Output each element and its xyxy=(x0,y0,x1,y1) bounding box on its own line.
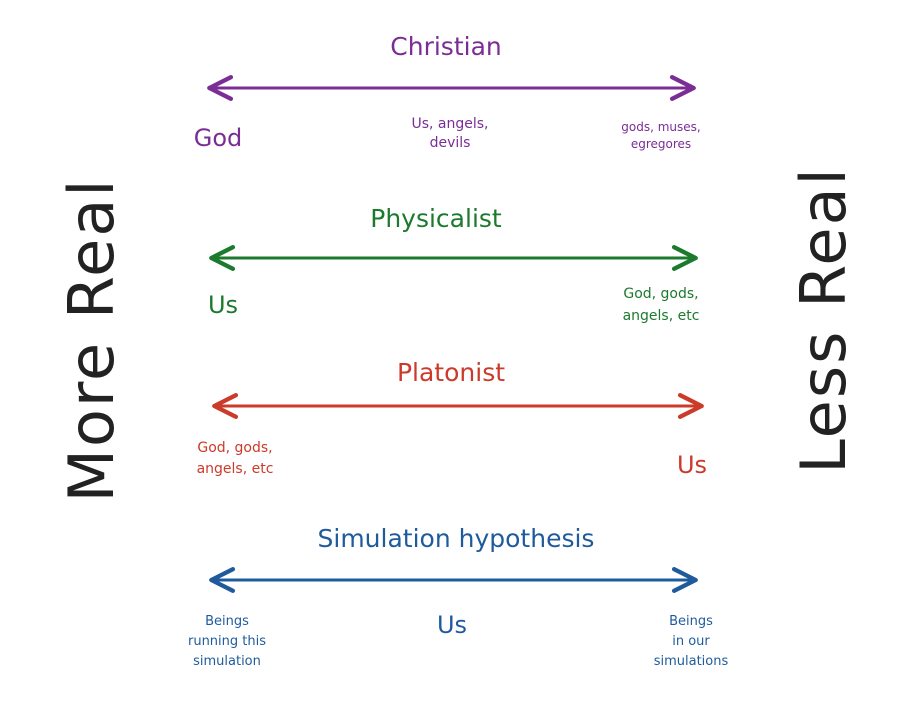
simulation-right-line-1: Beings xyxy=(669,614,713,629)
christian-right-line-2: egregores xyxy=(631,137,691,151)
less-real-label: Less Real xyxy=(787,166,860,474)
platonist-row: Platonist God, gods, angels, etc Us xyxy=(197,358,707,479)
simulation-right-line-2: in our xyxy=(672,634,710,649)
platonist-right-label: Us xyxy=(677,451,707,479)
physicalist-right-line-1: God, gods, xyxy=(623,286,698,302)
platonist-left-line-2: angels, etc xyxy=(197,461,274,477)
christian-middle-line-1: Us, angels, xyxy=(411,116,488,132)
christian-row: Christian God Us, angels, devils gods, m… xyxy=(194,32,701,152)
physicalist-left-label: Us xyxy=(208,291,238,319)
physicalist-row: Physicalist Us God, gods, angels, etc xyxy=(208,204,699,324)
simulation-left-line-2: running this xyxy=(188,634,266,649)
physicalist-right-line-2: angels, etc xyxy=(623,308,700,324)
platonist-left-line-1: God, gods, xyxy=(197,440,272,456)
christian-middle-line-2: devils xyxy=(430,135,471,151)
platonist-title: Platonist xyxy=(397,358,505,387)
simulation-middle-label: Us xyxy=(437,611,467,639)
simulation-row: Simulation hypothesis Beings running thi… xyxy=(188,524,729,669)
physicalist-title: Physicalist xyxy=(370,204,502,233)
simulation-left-line-1: Beings xyxy=(205,614,249,629)
simulation-right-line-3: simulations xyxy=(654,654,729,669)
christian-left-label: God xyxy=(194,124,243,152)
more-real-label: More Real xyxy=(55,177,128,502)
christian-right-line-1: gods, muses, xyxy=(621,120,700,134)
christian-title: Christian xyxy=(390,32,501,61)
simulation-title: Simulation hypothesis xyxy=(318,524,595,553)
simulation-left-line-3: simulation xyxy=(193,654,261,669)
